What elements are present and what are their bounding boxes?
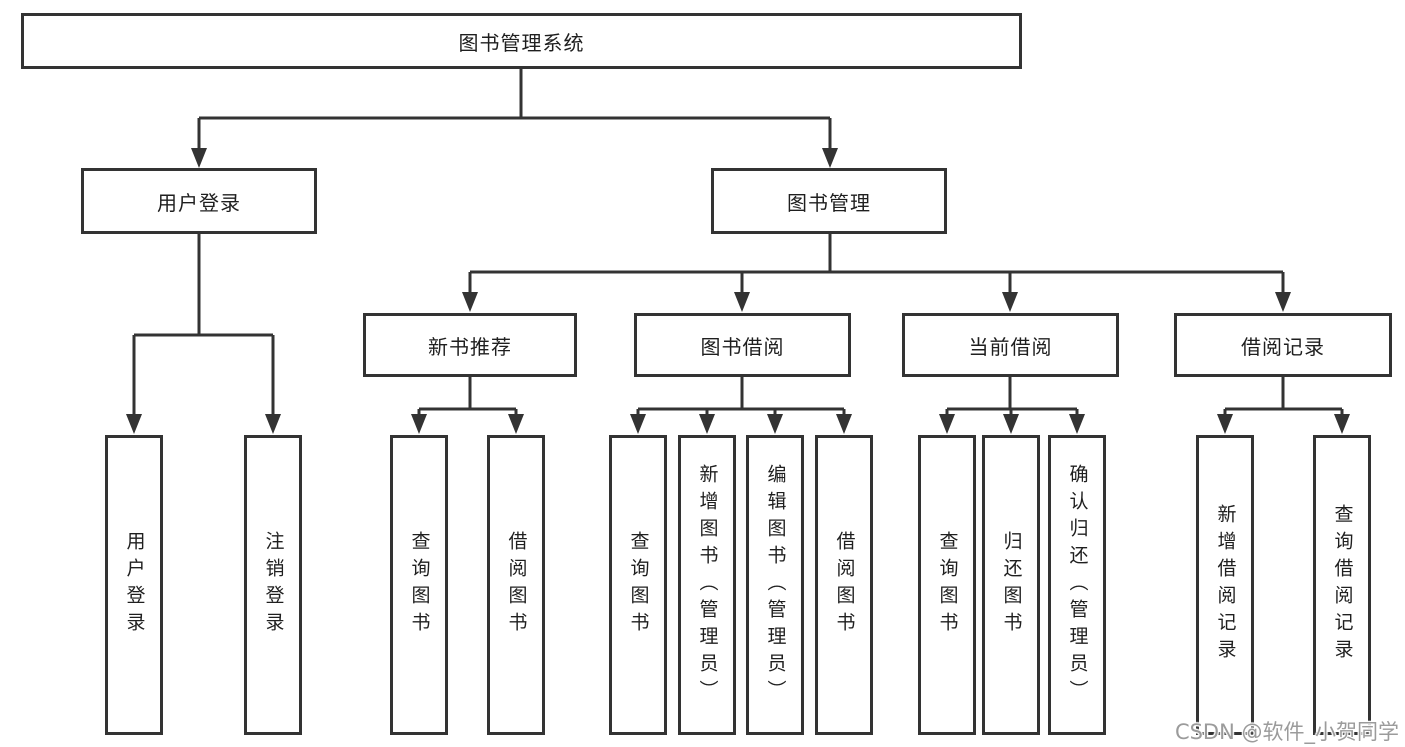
node-library-management-system: 图书管理系统 xyxy=(21,13,1022,69)
node-label: 注销登录 xyxy=(262,531,285,639)
leaf-logout: 注销登录 xyxy=(244,435,302,735)
leaf-return-books: 归还图书 xyxy=(982,435,1040,735)
leaf-query-borrow-record: 查询借阅记录 xyxy=(1313,435,1371,735)
node-label: 归还图书 xyxy=(1000,531,1023,639)
node-book-management: 图书管理 xyxy=(711,168,947,234)
node-label: 查询图书 xyxy=(936,531,959,639)
leaf-add-books-admin: 新增图书（管理员） xyxy=(678,435,736,735)
node-label: 借阅图书 xyxy=(505,531,528,639)
node-label: 新增图书（管理员） xyxy=(696,463,719,707)
node-book-borrow: 图书借阅 xyxy=(634,313,851,377)
node-label: 图书管理系统 xyxy=(458,30,585,55)
node-label: 新书推荐 xyxy=(428,334,512,359)
node-label: 当前借阅 xyxy=(968,334,1053,359)
node-label: 查询借阅记录 xyxy=(1331,504,1354,666)
node-label: 编辑图书（管理员） xyxy=(764,463,787,707)
leaf-query-books-3: 查询图书 xyxy=(918,435,976,735)
node-label: 确认归还（管理员） xyxy=(1066,463,1089,707)
leaf-borrow-books-2: 借阅图书 xyxy=(815,435,873,735)
leaf-confirm-return-admin: 确认归还（管理员） xyxy=(1048,435,1106,735)
leaf-user-login: 用户登录 xyxy=(105,435,163,735)
node-borrow-record: 借阅记录 xyxy=(1174,313,1392,377)
leaf-add-borrow-record: 新增借阅记录 xyxy=(1196,435,1254,735)
node-label: 图书借阅 xyxy=(700,334,785,359)
leaf-query-books-1: 查询图书 xyxy=(390,435,448,735)
csdn-watermark: CSDN @软件_小贺同学 xyxy=(1174,720,1399,744)
node-label: 用户登录 xyxy=(157,190,241,215)
node-label: 查询图书 xyxy=(627,531,650,639)
node-label: 借阅图书 xyxy=(833,531,856,639)
node-new-book-recommend: 新书推荐 xyxy=(363,313,577,377)
node-label: 借阅记录 xyxy=(1241,334,1325,359)
leaf-borrow-books-1: 借阅图书 xyxy=(487,435,545,735)
node-current-borrow: 当前借阅 xyxy=(902,313,1119,377)
leaf-query-books-2: 查询图书 xyxy=(609,435,667,735)
node-label: 用户登录 xyxy=(123,531,146,639)
node-user-login: 用户登录 xyxy=(81,168,317,234)
node-label: 查询图书 xyxy=(408,531,431,639)
leaf-edit-books-admin: 编辑图书（管理员） xyxy=(746,435,804,735)
node-label: 新增借阅记录 xyxy=(1214,504,1237,666)
node-label: 图书管理 xyxy=(787,190,871,215)
